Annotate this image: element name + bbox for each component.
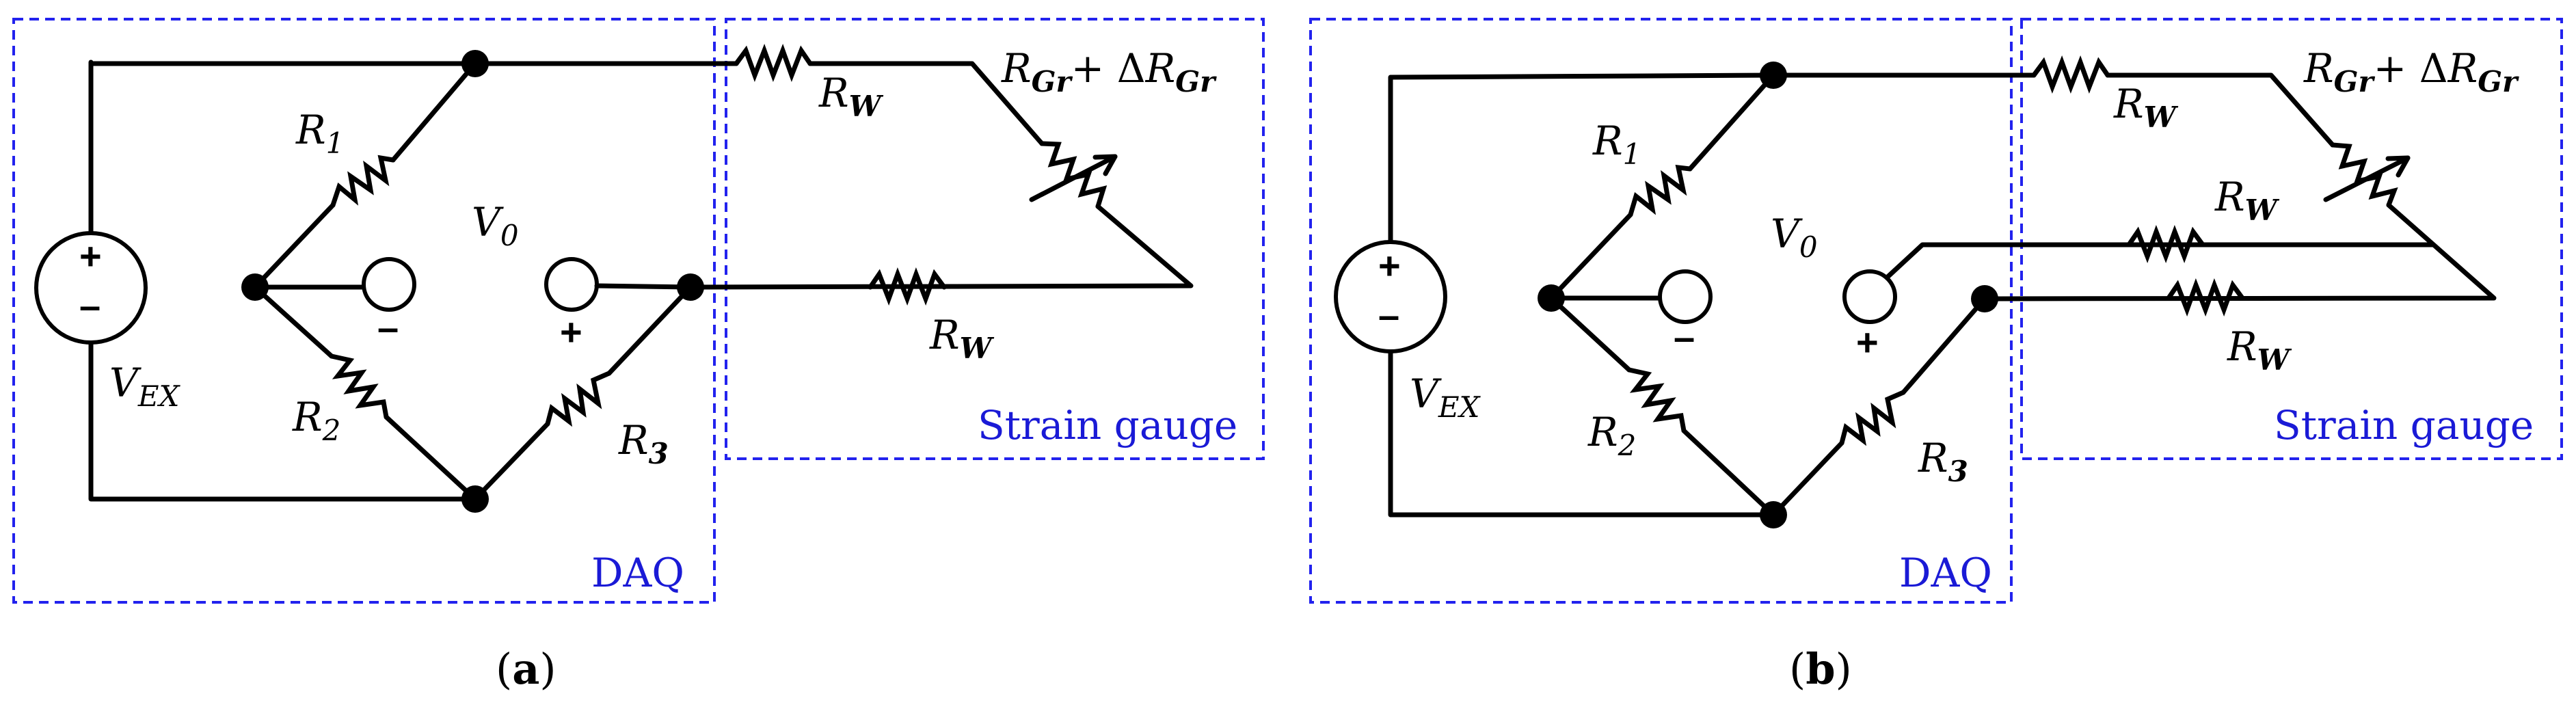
resistor-gauge-b — [2330, 142, 2398, 208]
gauge-arrowhead-a — [1092, 154, 1118, 176]
excitation-source-a — [34, 231, 148, 345]
label-strain-gauge-b: Strain gauge — [2274, 402, 2534, 448]
label-r3-a: R3 — [618, 417, 669, 470]
label-daq-a: DAQ — [591, 550, 684, 596]
label-v0-b: V0 — [1771, 211, 1818, 264]
resistor-r1-a — [330, 155, 396, 208]
label-r2-b: R2 — [1587, 409, 1636, 462]
probe-plus-a — [544, 257, 599, 312]
arm-r3-a — [472, 421, 550, 502]
arm-r2-b-a — [384, 414, 478, 502]
probe-minus-sign-a: – — [377, 306, 399, 349]
resistor-r2-a — [329, 353, 389, 420]
wire-probe-plus-b — [1884, 242, 2436, 280]
resistor-rw-top-b — [2031, 55, 2110, 94]
label-rw-bottom-a: RW — [929, 312, 995, 365]
wire-source-bottom-a — [88, 322, 478, 502]
arm-r2-a — [252, 284, 334, 359]
caption-b: (b) — [1789, 644, 1852, 694]
resistor-rw-top-a — [734, 44, 813, 82]
label-rgr-b: RGr+ ΔRGr — [2303, 45, 2519, 98]
wire-source-top-b — [1388, 72, 1776, 263]
probe-plus-b — [1842, 269, 1897, 324]
node-bottom-b — [1760, 501, 1787, 528]
label-v0-a: V0 — [472, 199, 519, 252]
arm-r1-b-b — [1687, 72, 1776, 172]
gauge-arrow-b — [2323, 155, 2411, 202]
probe-plus-sign-b: + — [1856, 321, 1879, 364]
node-bottom-a — [461, 485, 489, 513]
label-strain-gauge-a: Strain gauge — [978, 402, 1237, 448]
caption-a: (a) — [496, 644, 556, 694]
gauge-arrow-a — [1029, 154, 1118, 202]
arm-r3-b — [1771, 440, 1844, 518]
strain-gauge-box-a — [725, 18, 1265, 460]
source-minus-sign-a: – — [79, 284, 100, 327]
arm-r3-b-a — [606, 284, 693, 376]
label-r2-a: R2 — [292, 394, 340, 447]
node-left-b — [1538, 284, 1565, 312]
panel-b: + – – + R1 R2 — [1309, 18, 2563, 694]
probe-plus-sign-a: + — [560, 310, 582, 353]
gauge-arrowhead-b — [2385, 155, 2411, 178]
node-left-a — [241, 273, 269, 301]
resistor-r3-a — [545, 371, 612, 427]
wire-probe-plus-a — [594, 283, 693, 290]
arm-r2-b — [1548, 295, 1632, 373]
label-r3-b: R3 — [1918, 435, 1968, 488]
excitation-source-b — [1334, 240, 1447, 353]
label-r1-a: R1 — [295, 107, 344, 160]
lead-gauge-bottom-a — [688, 204, 1194, 290]
label-rw-top-a: RW — [818, 70, 884, 123]
source-minus-sign-b: – — [1378, 293, 1399, 336]
resistor-gauge-a — [1039, 141, 1108, 209]
resistor-r2-b — [1626, 367, 1687, 433]
arm-r1-b-a — [390, 61, 478, 163]
label-rw-top-b: RW — [2113, 81, 2179, 134]
lead-top-b-a — [807, 61, 1045, 146]
lead-top-b-b — [2105, 72, 2335, 148]
arm-r1-a — [252, 202, 336, 290]
resistor-rw-mid-b — [2126, 225, 2205, 263]
arm-r2-b-b — [1681, 428, 1776, 518]
panel-a: + – – + R1 R2 R3 — [12, 18, 1265, 694]
arm-r1-b — [1548, 212, 1633, 301]
strain-gauge-box-b — [2020, 18, 2563, 460]
node-top-a — [461, 50, 489, 77]
label-r1-b: R1 — [1592, 118, 1641, 171]
resistor-r1-b — [1628, 164, 1693, 217]
resistor-rw-bottom-b — [2166, 278, 2245, 317]
source-plus-sign-b: + — [1378, 244, 1401, 287]
source-plus-sign-a: + — [79, 234, 102, 278]
node-right-a — [677, 273, 704, 301]
resistor-r3-b — [1839, 390, 1906, 446]
label-vex-b: VEX — [1410, 371, 1481, 424]
arm-r3-b-b — [1901, 296, 1987, 395]
wire-source-bottom-b — [1388, 331, 1776, 518]
label-rgr-a: RGr+ ΔRGr — [1001, 45, 1217, 98]
node-top-b — [1760, 62, 1787, 89]
label-rw-bottom-b: RW — [2227, 323, 2292, 377]
daq-box-a — [12, 18, 716, 604]
resistor-rw-bottom-a — [868, 267, 947, 306]
label-daq-b: DAQ — [1899, 550, 1992, 596]
probe-minus-a — [362, 257, 416, 312]
daq-box-b — [1309, 18, 2013, 604]
label-rw-mid-b: RW — [2214, 174, 2280, 227]
label-vex-a: VEX — [109, 360, 181, 413]
probe-minus-b — [1658, 269, 1713, 324]
node-right-b — [1971, 285, 1998, 312]
probe-minus-sign-b: – — [1674, 315, 1695, 358]
wire-source-top-a — [88, 59, 478, 254]
lead-gauge-bottom-b — [1982, 202, 2497, 301]
